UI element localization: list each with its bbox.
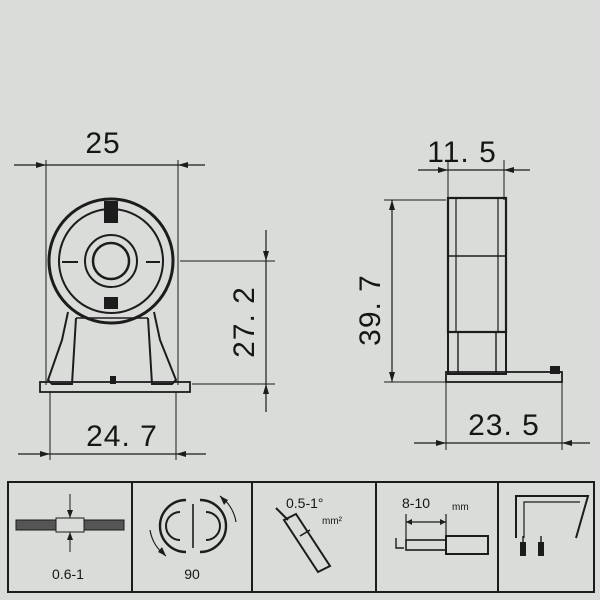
- arrow-head: [263, 384, 269, 394]
- holder-rotor: [84, 234, 138, 288]
- side-height-label: 39. 7: [354, 274, 387, 346]
- panel-slot: [55, 517, 85, 533]
- wire-core: [275, 507, 289, 521]
- holder-outer-ring: [47, 197, 175, 325]
- arrow-head: [389, 200, 395, 210]
- side-view: 11. 5 39. 7 23. 5: [354, 136, 590, 450]
- arrow-head: [438, 167, 448, 173]
- panel-thickness-label: 0.6-1: [52, 566, 84, 582]
- wire-gauge-label: 0.5-1°: [286, 495, 324, 511]
- arrow-head: [436, 440, 446, 446]
- arrow-head: [67, 510, 73, 518]
- arrow-head: [40, 451, 50, 457]
- spec-strip: 0.6-1 90 0.5-1° mm²: [7, 481, 595, 593]
- wire-gauge-icon: [275, 507, 332, 574]
- arrow-head: [562, 440, 572, 446]
- arrow-head: [389, 372, 395, 382]
- side-leg: [447, 331, 507, 375]
- pin-slot-top: [104, 201, 118, 223]
- arrow-head: [406, 519, 412, 525]
- arrow-head: [263, 251, 269, 261]
- rotation-inner-right: [205, 511, 221, 541]
- pin-right: [538, 542, 544, 556]
- rotation-arc-left: [158, 498, 187, 554]
- arrow-head: [504, 167, 514, 173]
- arrow-head: [178, 162, 188, 168]
- strip-length-label: 8-10: [402, 495, 430, 511]
- wire-mark: [299, 529, 311, 537]
- wire-jacket: [445, 535, 489, 555]
- panel-thickness-icon: [15, 494, 125, 552]
- holder-center-hole: [91, 241, 131, 281]
- arrow-head: [67, 532, 73, 540]
- rotation-inner-left: [165, 511, 181, 541]
- arrow-head: [158, 547, 166, 556]
- stripped-conductor: [405, 539, 447, 551]
- right-leg: [147, 311, 178, 385]
- arrow-head: [440, 519, 446, 525]
- side-depth-bottom-label: 23. 5: [468, 409, 540, 442]
- rotation-arc-right: [199, 498, 228, 554]
- arrow-head: [220, 496, 228, 505]
- wire-insulation: [282, 512, 332, 574]
- front-width-top-label: 25: [85, 127, 120, 160]
- side-base-catch: [550, 366, 560, 374]
- side-depth-top-label: 11. 5: [427, 136, 497, 169]
- connector-frame: [515, 495, 590, 539]
- side-leg-ribs: [457, 332, 497, 374]
- front-view: 25 27. 2 24. 7: [14, 127, 275, 460]
- side-body: [446, 196, 508, 334]
- rotation-icon: [149, 495, 237, 557]
- side-body-ribs: [455, 198, 499, 332]
- arrow-head: [36, 162, 46, 168]
- connector-pins-icon: [515, 495, 590, 556]
- pin-slot-bottom: [104, 297, 118, 309]
- base-catch: [110, 376, 116, 384]
- strip-stop: [395, 538, 404, 549]
- left-leg: [46, 311, 77, 385]
- front-width-bottom-label: 24. 7: [86, 420, 158, 453]
- connector-inner: [523, 501, 580, 538]
- front-height-label: 27. 2: [228, 286, 261, 358]
- pin-left: [520, 542, 526, 556]
- wire-gauge-unit: mm²: [322, 516, 343, 527]
- rotation-label: 90: [184, 566, 200, 582]
- strip-length-unit: mm: [452, 502, 469, 513]
- spec-strip-frame: [7, 481, 595, 593]
- side-base-plate: [445, 371, 563, 383]
- strip-length-icon: [395, 514, 489, 555]
- arrow-head: [176, 451, 186, 457]
